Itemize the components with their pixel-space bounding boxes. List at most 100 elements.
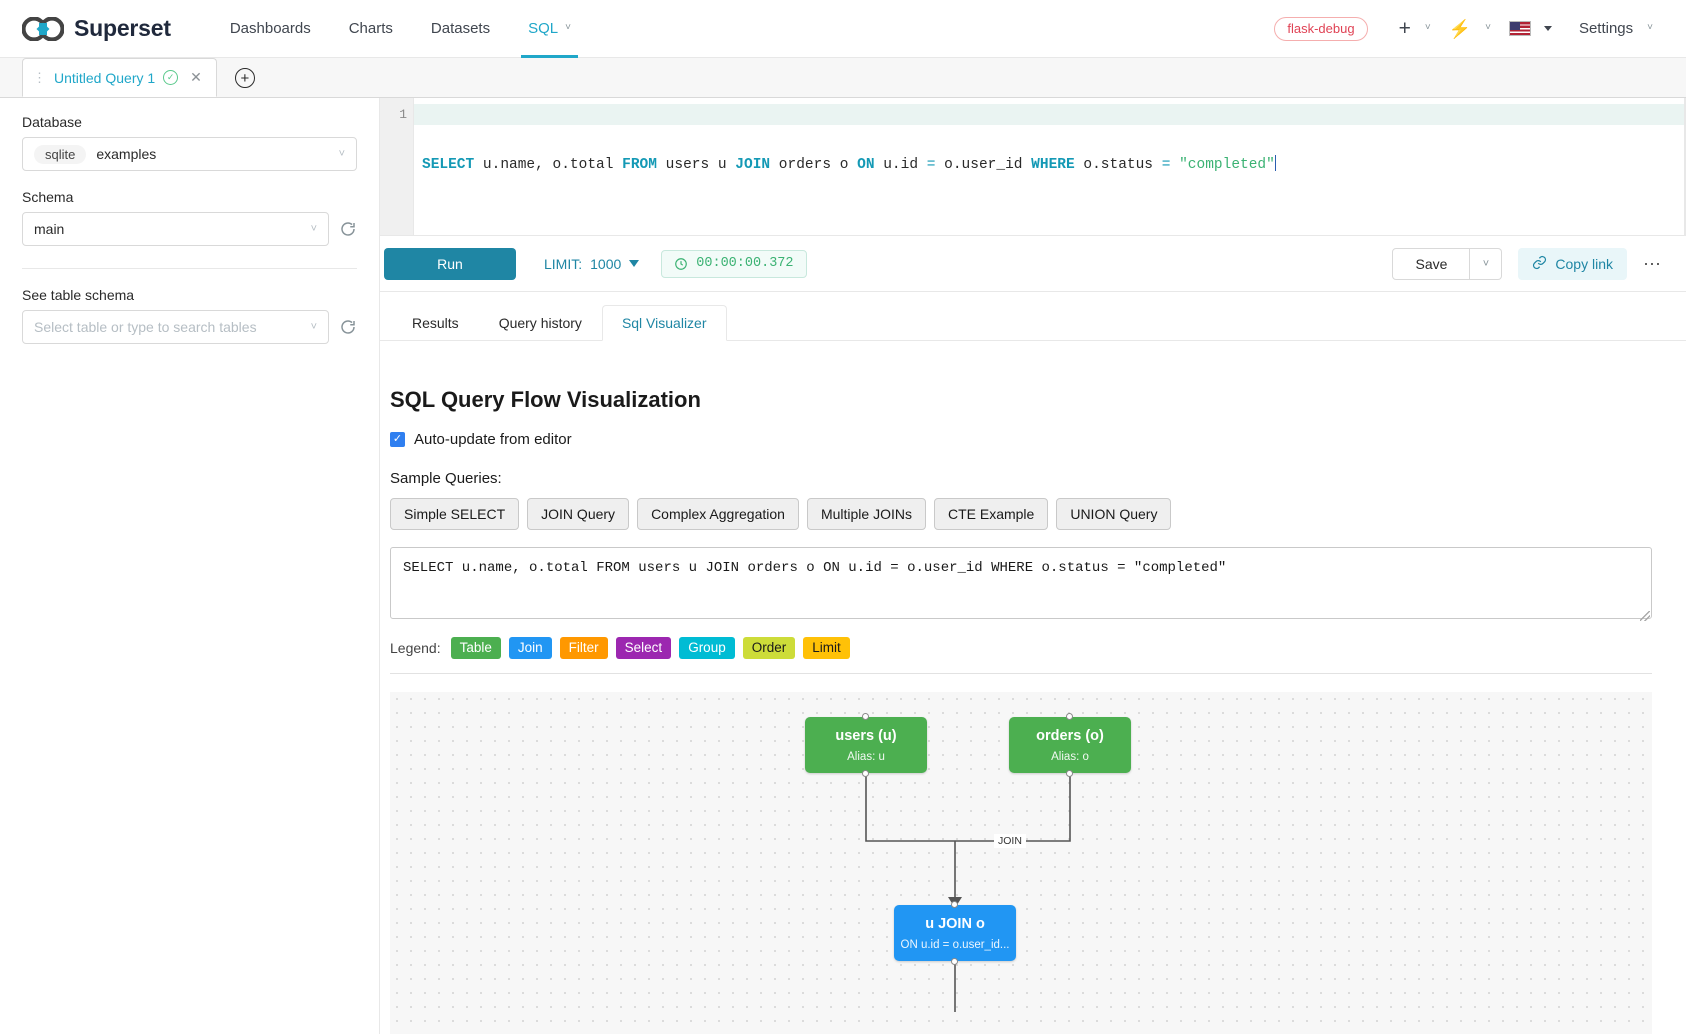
token: o.user_id <box>935 157 1032 173</box>
legend-badge-group: Group <box>679 637 735 659</box>
panel-divider <box>22 268 357 269</box>
sample-query-join-query[interactable]: JOIN Query <box>527 498 630 530</box>
token: "completed" <box>1179 157 1275 173</box>
flow-canvas[interactable]: users (u) Alias: u orders (o) Alias: o J… <box>390 692 1652 1034</box>
nav-label: Charts <box>348 20 393 37</box>
drag-handle-icon[interactable]: ⋮ <box>33 69 46 85</box>
query-timer: 00:00:00.372 <box>661 249 807 278</box>
database-engine-pill: sqlite <box>34 144 87 164</box>
schema-label: Schema <box>22 189 74 205</box>
editor-toolbar: Run LIMIT: 1000 00:00:00.372 Save ˅ <box>380 236 1686 297</box>
token: u.name, o.total <box>474 157 623 173</box>
tab-label: Query history <box>498 315 582 331</box>
refresh-schema-icon[interactable] <box>339 220 357 238</box>
page-title: SQL Query Flow Visualization <box>390 387 701 412</box>
sample-query-complex-aggregation[interactable]: Complex Aggregation <box>637 498 799 530</box>
schema-row: main ˅ <box>22 212 357 246</box>
brand-logo-area[interactable]: Superset <box>22 15 171 42</box>
editor-code-area[interactable]: SELECT u.name, o.total FROM users u JOIN… <box>414 98 1684 235</box>
legend-badge-order: Order <box>742 637 796 659</box>
copy-link-label: Copy link <box>1555 255 1613 272</box>
nav-right-group: flask-debug + ˅ ⚡ ˅ Settings ˅ <box>1274 16 1662 41</box>
database-label: Database <box>22 114 82 130</box>
node-port-bottom <box>1066 770 1073 777</box>
language-picker[interactable] <box>1500 21 1561 36</box>
legend-badge-limit: Limit <box>803 637 850 659</box>
save-dropdown-button[interactable]: ˅ <box>1470 247 1503 280</box>
settings-menu[interactable]: Settings ˅ <box>1561 20 1662 37</box>
token: SELECT <box>422 157 475 173</box>
limit-dropdown[interactable]: LIMIT: 1000 <box>544 256 640 272</box>
legend-badge-select: Select <box>615 637 672 659</box>
sql-lab-right-panel: 1 SELECT u.name, o.total FROM users u JO… <box>380 98 1686 1034</box>
sample-query-union-query[interactable]: UNION Query <box>1056 498 1172 530</box>
sql-editor[interactable]: 1 SELECT u.name, o.total FROM users u JO… <box>380 98 1686 236</box>
node-port-bottom <box>862 770 869 777</box>
save-button[interactable]: Save <box>1392 247 1471 280</box>
query-tab-bar: ⋮ Untitled Query 1 ✓ ✕ + <box>0 58 1686 98</box>
legend: Legend: Table Join Filter Select Group O… <box>390 637 1652 674</box>
token: orders o <box>770 157 858 173</box>
table-schema-label: See table schema <box>22 287 135 303</box>
schema-select[interactable]: main ˅ <box>22 212 329 246</box>
debug-badge: flask-debug <box>1274 16 1368 41</box>
flow-node-users[interactable]: users (u) Alias: u <box>805 713 927 777</box>
token: o.status <box>1074 157 1162 173</box>
primary-nav: Dashboards Charts Datasets SQL ˅ <box>211 0 590 58</box>
legend-badge-table: Table <box>450 637 501 659</box>
visualizer-header-area: SQL Query Flow Visualization ✓ Auto-upda… <box>390 361 1652 674</box>
nav-item-dashboards[interactable]: Dashboards <box>211 0 330 58</box>
tab-query-history[interactable]: Query history <box>479 305 602 341</box>
auto-update-checkbox[interactable]: ✓ <box>390 432 405 447</box>
sample-query-simple-select[interactable]: Simple SELECT <box>390 498 520 530</box>
tab-label: Results <box>412 315 459 331</box>
tab-label: Sql Visualizer <box>621 315 707 331</box>
sample-query-cte-example[interactable]: CTE Example <box>933 498 1049 530</box>
query-tab-untitled-query-1[interactable]: ⋮ Untitled Query 1 ✓ ✕ <box>22 58 217 97</box>
node-title: u JOIN o <box>925 915 985 932</box>
query-tab-label: Untitled Query 1 <box>54 69 156 86</box>
editor-scroll-strip[interactable] <box>1684 98 1686 235</box>
database-select[interactable]: sqlite examples ˅ <box>22 137 357 171</box>
chevron-down-icon: ˅ <box>310 223 317 235</box>
tab-sql-visualizer[interactable]: Sql Visualizer <box>601 305 727 341</box>
run-button[interactable]: Run <box>384 247 516 280</box>
table-placeholder: Select table or type to search tables <box>34 319 257 335</box>
refresh-tables-icon[interactable] <box>339 318 357 336</box>
sql-input-wrapper <box>390 547 1652 624</box>
node-port-bottom <box>951 958 958 965</box>
node-port-top <box>951 901 958 908</box>
sql-lab-left-panel: Database sqlite examples ˅ Schema main ˅… <box>0 98 380 1034</box>
close-icon[interactable]: ✕ <box>190 69 202 85</box>
tab-results[interactable]: Results <box>392 305 479 341</box>
token: = <box>1161 157 1171 173</box>
sql-input[interactable] <box>390 547 1652 619</box>
sample-query-multiple-joins[interactable]: Multiple JOINs <box>806 498 926 530</box>
nav-item-sql[interactable]: SQL ˅ <box>509 0 590 58</box>
active-line-highlight <box>414 104 1684 125</box>
token: JOIN <box>735 157 771 173</box>
triangle-down-icon <box>629 260 640 267</box>
more-options-button[interactable]: ⋯ <box>1643 253 1662 274</box>
flow-node-orders[interactable]: orders (o) Alias: o <box>1009 713 1131 777</box>
add-query-tab-button[interactable]: + <box>234 68 255 88</box>
nav-item-charts[interactable]: Charts <box>330 0 412 58</box>
triangle-down-icon <box>1543 26 1552 31</box>
nav-item-datasets[interactable]: Datasets <box>412 0 509 58</box>
flow-node-join[interactable]: u JOIN o ON u.id = o.user_id... <box>894 901 1016 965</box>
bolt-icon: ⚡ <box>1448 18 1472 39</box>
toolbar-right-group: Save ˅ Copy link ⋯ <box>1392 247 1662 280</box>
table-select[interactable]: Select table or type to search tables ˅ <box>22 310 329 344</box>
chevron-down-icon: ˅ <box>1424 22 1431 33</box>
node-subtitle: Alias: u <box>847 750 885 763</box>
nav-label: Dashboards <box>229 20 311 37</box>
copy-link-button[interactable]: Copy link <box>1518 247 1627 280</box>
clock-icon <box>674 257 688 271</box>
bolt-menu-button[interactable]: ⚡ ˅ <box>1440 20 1500 38</box>
token: = <box>926 157 936 173</box>
new-item-button[interactable]: + ˅ <box>1390 18 1440 39</box>
chevron-down-icon: ˅ <box>1647 22 1653 33</box>
settings-label: Settings <box>1578 20 1634 37</box>
legend-badge-join: Join <box>508 637 552 659</box>
schema-value: main <box>34 221 65 237</box>
